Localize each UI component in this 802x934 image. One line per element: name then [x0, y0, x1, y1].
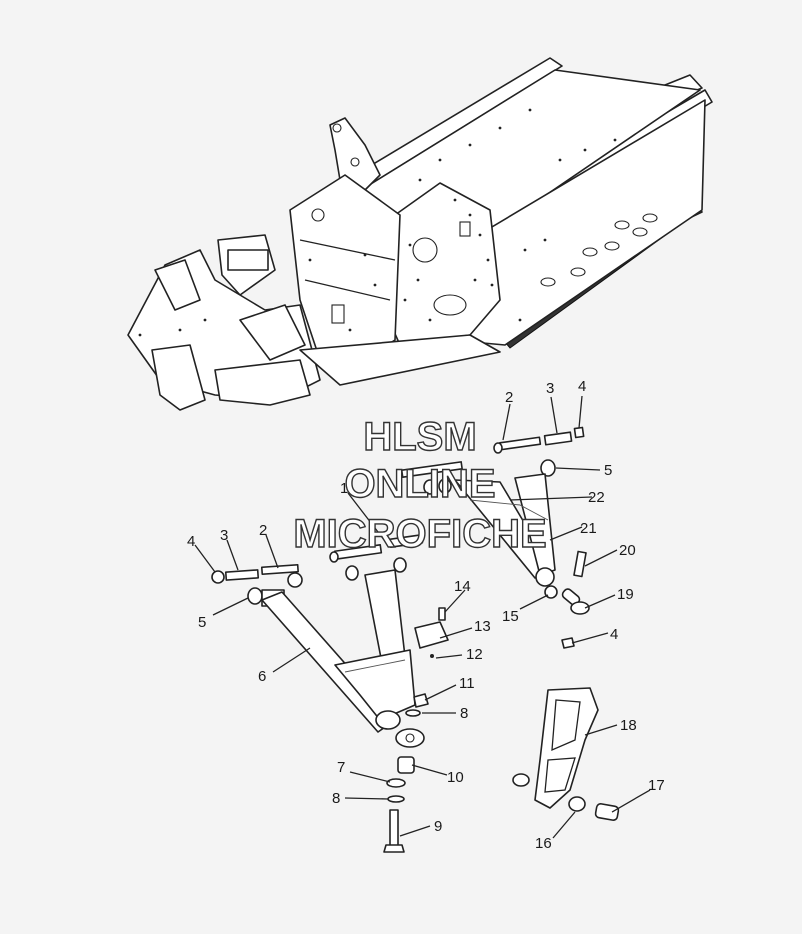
callout-22: 22: [588, 489, 605, 506]
callout-1: 1: [340, 480, 348, 497]
callout-17: 17: [648, 777, 665, 794]
watermark: HLSM ONLINE MICROFICHE: [293, 414, 548, 556]
callout-3-upper: 3: [546, 380, 554, 397]
frame-rivets: [138, 108, 617, 337]
callout-14: 14: [454, 578, 471, 595]
callout-15: 15: [502, 608, 519, 625]
callout-5-left: 5: [198, 614, 206, 631]
callout-2-left: 2: [259, 522, 267, 539]
callout-19: 19: [617, 586, 634, 603]
callout-2-upper: 2: [505, 389, 513, 406]
lower-a-arm: [261, 569, 425, 748]
callout-9: 9: [434, 818, 442, 835]
callout-16: 16: [535, 835, 552, 852]
upper-small-hardware: [405, 693, 429, 717]
callout-3-left: 3: [220, 527, 228, 544]
callout-6: 6: [258, 668, 266, 685]
upper-right-hardware: [400, 426, 585, 495]
center-bolt: [329, 534, 424, 581]
callout-18: 18: [620, 717, 637, 734]
ball-joint-stack: [383, 756, 415, 853]
callout-20: 20: [619, 542, 636, 559]
callout-8-upper: 8: [460, 705, 468, 722]
leader-lines: [194, 395, 651, 839]
callout-11: 11: [459, 675, 475, 692]
watermark-line-3: MICROFICHE: [293, 512, 546, 556]
left-hardware: [211, 563, 303, 607]
callout-7: 7: [337, 759, 345, 776]
callout-10: 10: [447, 769, 464, 786]
callout-5-right: 5: [604, 462, 612, 479]
chassis-frame: [127, 57, 713, 411]
shock-mount-bracket: [414, 607, 449, 658]
callout-21: 21: [580, 520, 597, 537]
watermark-line-1: HLSM: [363, 415, 476, 459]
callout-labels: 2 3 4 5 22 21 20 19 15 4 1 4 3 2 5 6 14 …: [187, 378, 665, 852]
callout-8-lower: 8: [332, 790, 340, 807]
callout-13: 13: [474, 618, 491, 635]
tie-rod-end: [544, 550, 590, 649]
spindle: [512, 687, 620, 821]
callout-12: 12: [466, 646, 483, 663]
callout-4-left: 4: [187, 533, 195, 550]
callout-4-upper: 4: [578, 378, 586, 395]
watermark-line-2: ONLINE: [344, 462, 495, 506]
callout-4-lower-right: 4: [610, 626, 618, 643]
tunnel-holes: [540, 213, 658, 287]
